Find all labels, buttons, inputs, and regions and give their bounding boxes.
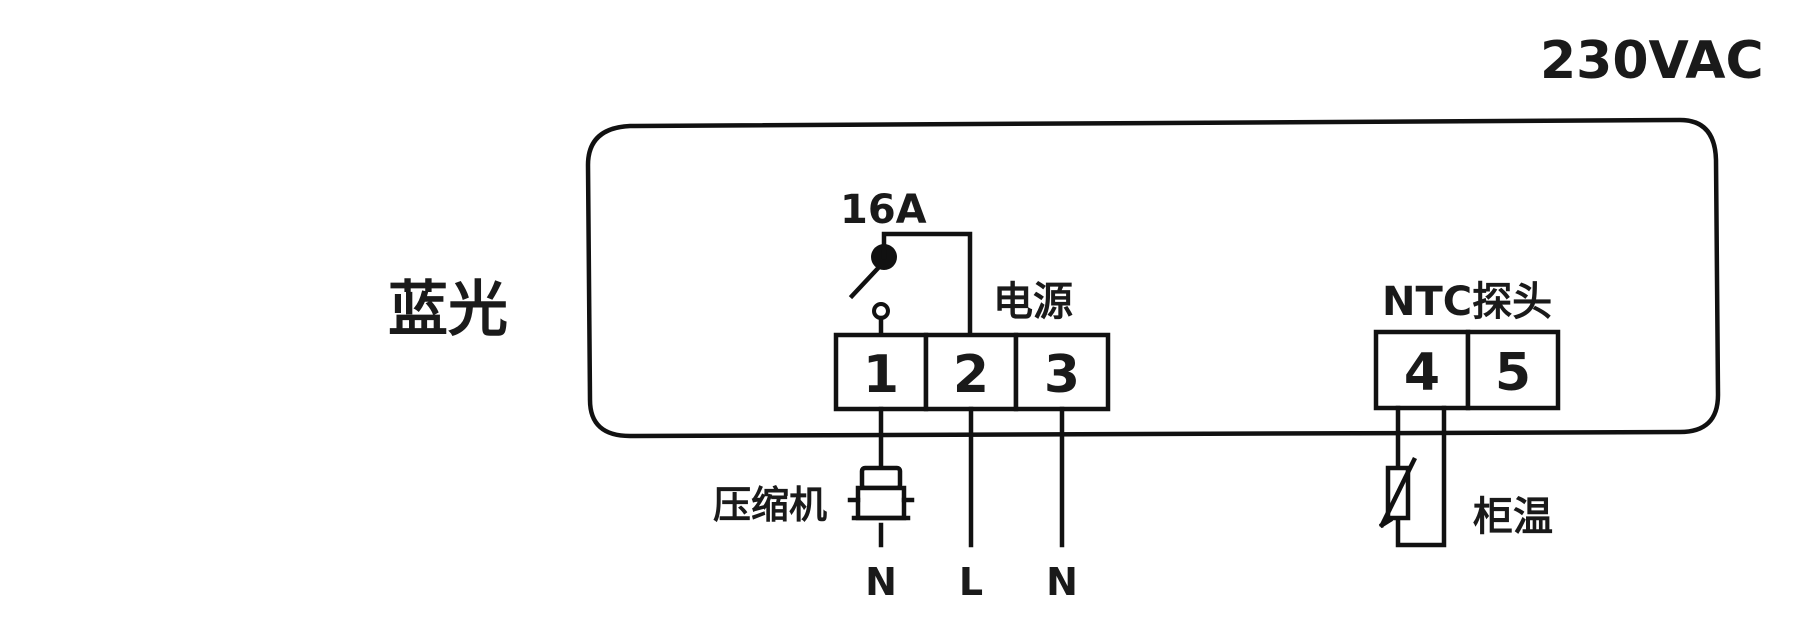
voltage-label: 230VAC [1540, 31, 1764, 91]
relay-rating-label: 16A [840, 187, 927, 233]
brand-label: 蓝光 [388, 275, 508, 345]
terminal-2-label: 2 [953, 345, 989, 405]
terminal-block-power: 1 2 3 [833, 332, 1111, 412]
terminal-1-label: 1 [863, 345, 899, 405]
power-label: 电源 [993, 279, 1073, 325]
line-label-l: L [959, 560, 983, 604]
terminal-4-label: 4 [1404, 343, 1440, 403]
ntc-probe-label: NTC探头 [1382, 279, 1552, 325]
thermistor-icon [1378, 405, 1447, 548]
terminal-block-ntc: 4 5 [1373, 329, 1561, 411]
line-label-n1: N [865, 560, 897, 604]
terminal-5-label: 5 [1495, 343, 1531, 403]
terminal-3-label: 3 [1044, 345, 1080, 405]
terminal-5-box [1465, 329, 1561, 411]
compressor-icon [847, 465, 915, 521]
line-label-n2: N [1046, 560, 1078, 604]
cabinet-temp-label: 柜温 [1473, 494, 1553, 540]
terminal-2-box [923, 332, 1019, 412]
relay-switch-icon [848, 231, 973, 338]
compressor-label: 压缩机 [713, 483, 827, 527]
terminal-3-box [1013, 332, 1111, 412]
controller-housing [585, 117, 1721, 439]
